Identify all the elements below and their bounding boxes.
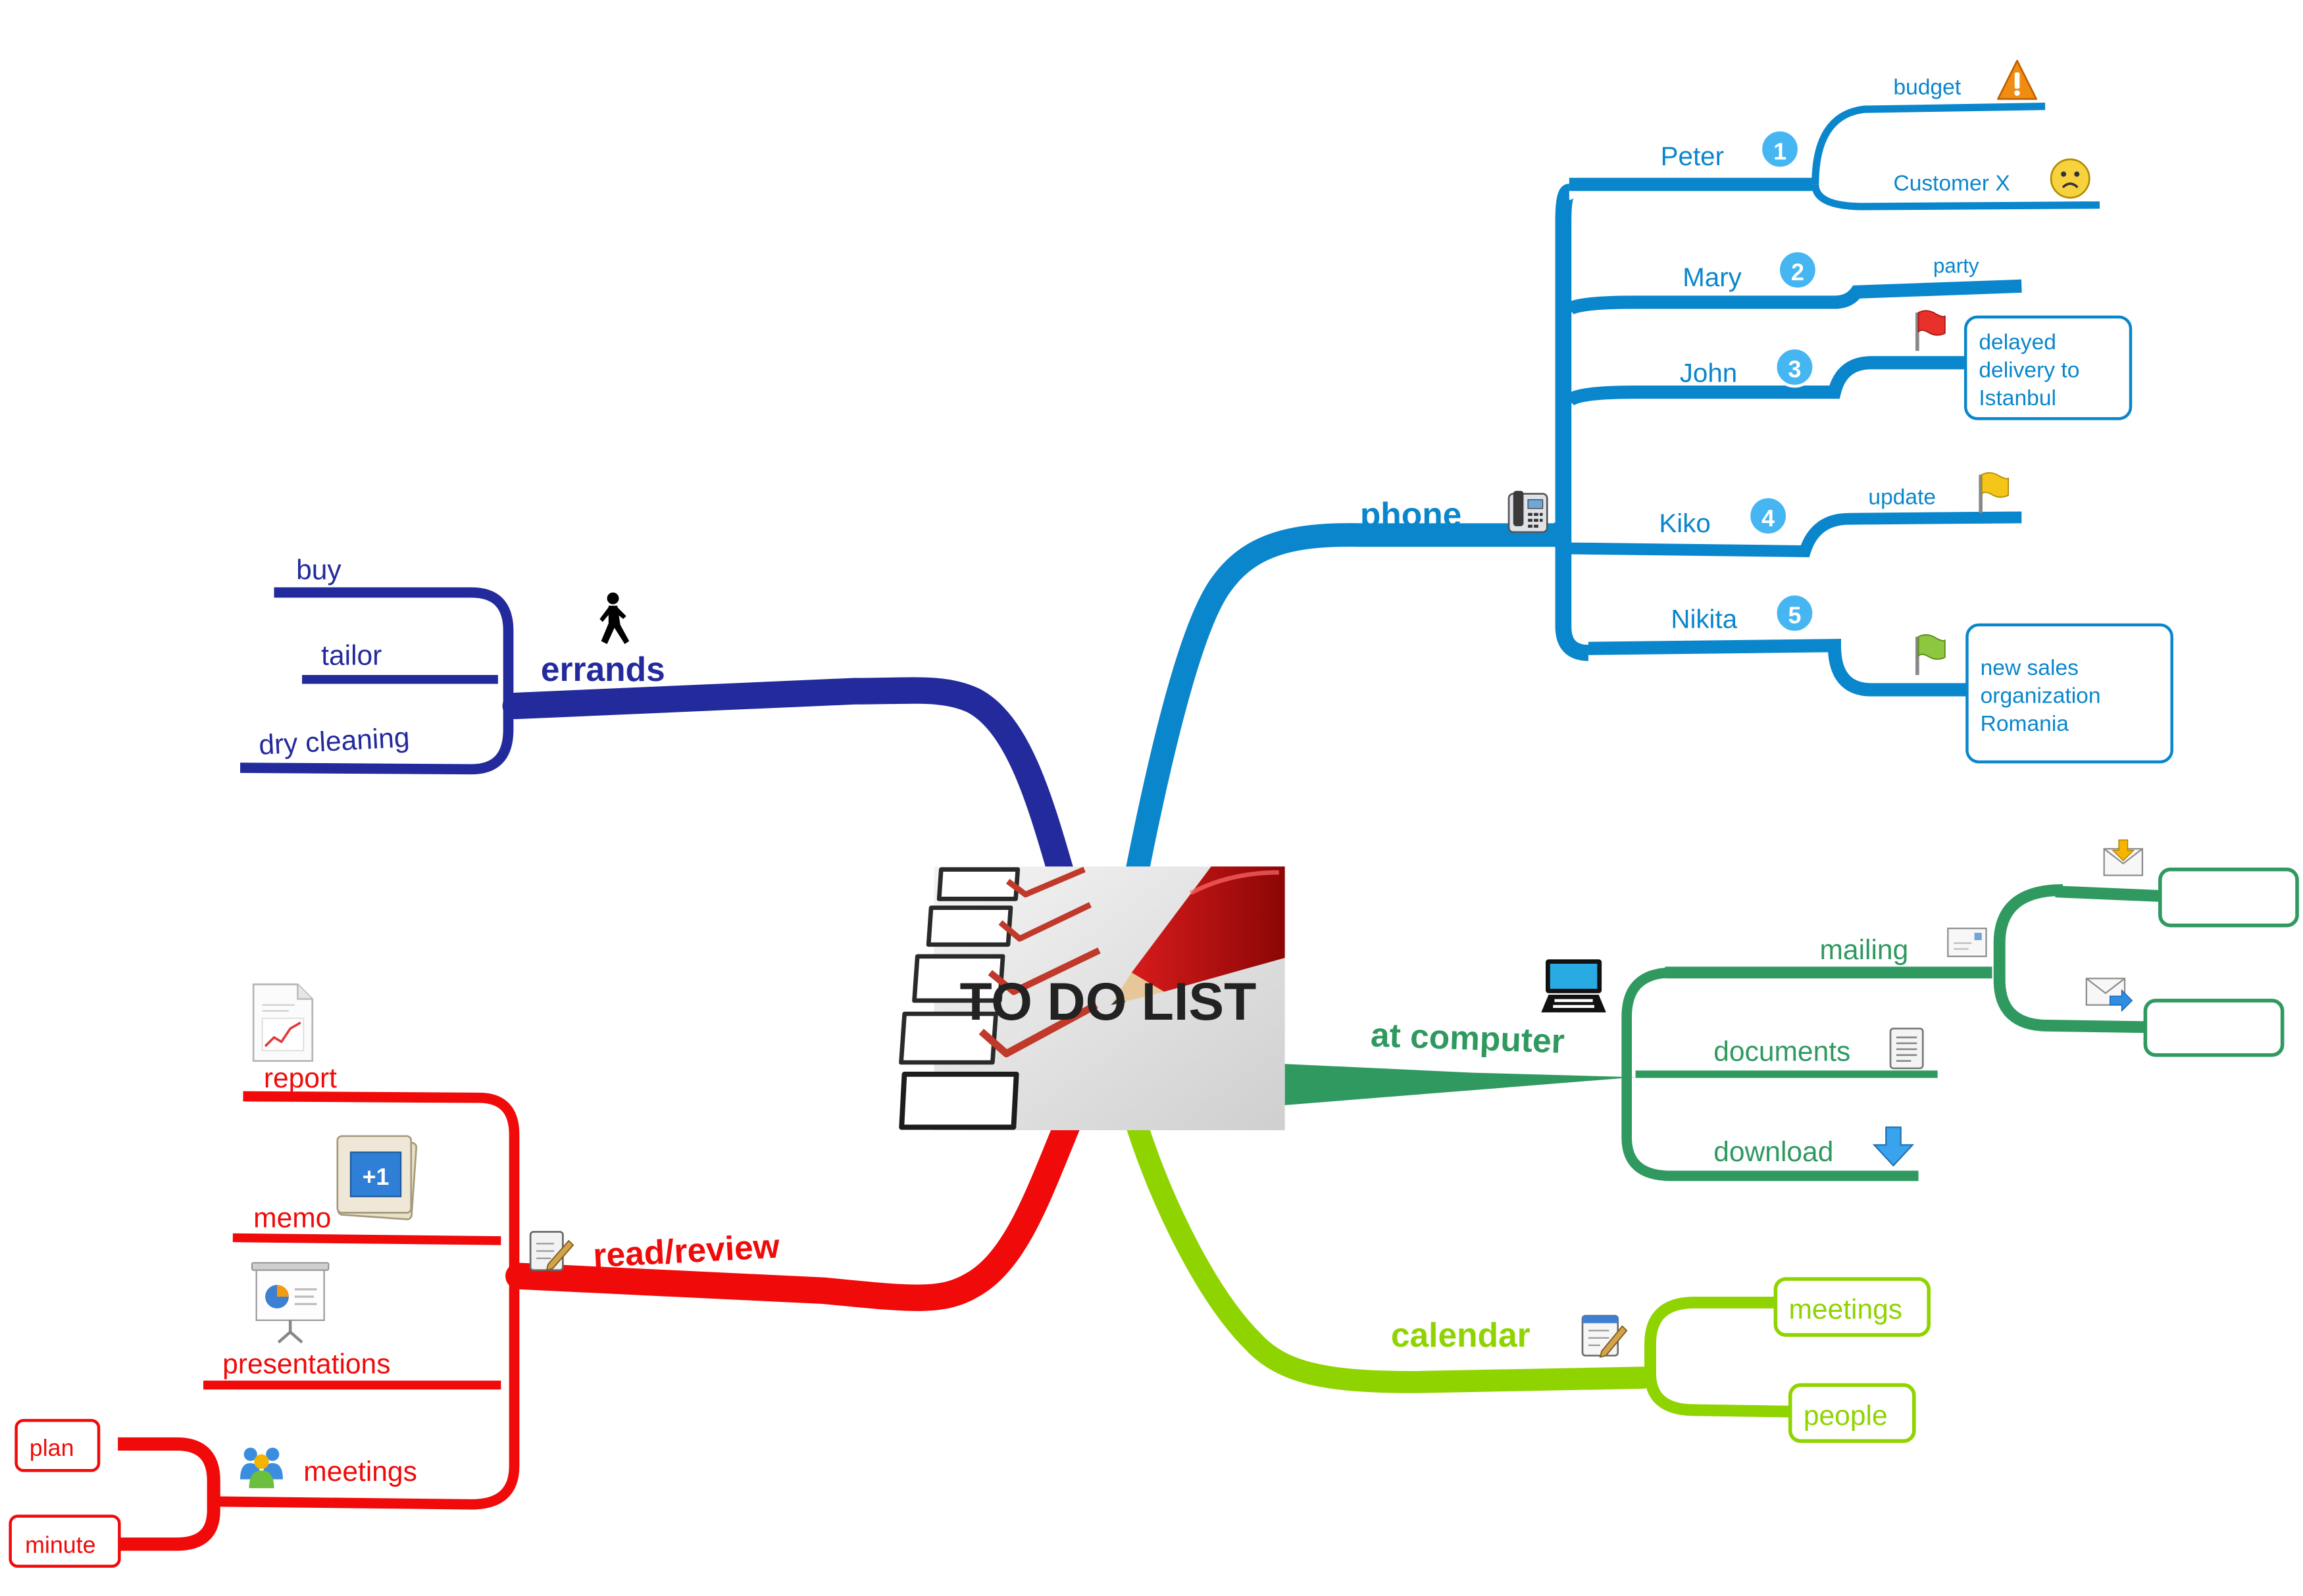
read-review-main-connector	[505, 1109, 1082, 1311]
report-document-icon	[252, 983, 314, 1062]
branch-at-computer[interactable]	[1284, 884, 2161, 1182]
central-topic[interactable]: TO DO LIST	[899, 866, 1285, 1130]
customer-x-label[interactable]: Customer X	[1893, 171, 2010, 195]
mailing-outgoing-box[interactable]	[2143, 999, 2285, 1057]
dry-cleaning-label[interactable]: dry cleaning	[258, 722, 411, 761]
meetings-label[interactable]: meetings	[303, 1456, 417, 1487]
update-label[interactable]: update	[1868, 485, 1936, 509]
read-review-label[interactable]: read/review	[592, 1226, 781, 1274]
laptop-icon	[1541, 959, 1606, 1012]
minute-box[interactable]	[9, 1514, 121, 1568]
phone-spine	[1555, 184, 1589, 661]
document-list-icon	[1889, 1028, 1924, 1070]
download-arrow-icon	[1872, 1126, 1915, 1167]
errands-label[interactable]: errands	[541, 650, 665, 688]
calendar-label[interactable]: calendar	[1391, 1316, 1531, 1354]
svg-text:+1: +1	[363, 1164, 390, 1190]
plan-label: plan	[30, 1435, 74, 1461]
presentations-label[interactable]: presentations	[222, 1348, 390, 1380]
presentation-board-icon	[251, 1262, 330, 1344]
priority-2-badge: 2	[1777, 249, 1819, 291]
red-flag-icon	[1915, 310, 1946, 351]
party-label[interactable]: party	[1933, 255, 1979, 278]
envelope-incoming-icon	[2103, 839, 2144, 876]
pencil-illustration	[1111, 866, 1285, 1005]
john-connector	[1564, 356, 1964, 407]
people-group-icon	[240, 1447, 283, 1489]
documents-label[interactable]: documents	[1713, 1036, 1850, 1068]
warning-icon	[1997, 59, 2038, 100]
telephone-icon	[1507, 491, 1548, 534]
phone-label[interactable]: phone	[1360, 495, 1461, 534]
tailor-label[interactable]: tailor	[321, 639, 382, 671]
memo-label[interactable]: memo	[253, 1203, 331, 1234]
yellow-flag-icon	[1979, 472, 2010, 513]
at-computer-main-connector	[1284, 1064, 1636, 1105]
calendar-edit-icon	[1581, 1314, 1628, 1359]
priority-3-badge: 3	[1774, 346, 1815, 388]
svg-text:1: 1	[1773, 138, 1786, 164]
minute-label: minute	[25, 1532, 95, 1559]
customer-x-connector	[1811, 184, 2100, 211]
branch-phone[interactable]	[1125, 103, 2100, 882]
kiko-label[interactable]: Kiko	[1659, 509, 1710, 538]
at-computer-label[interactable]: at computer	[1370, 1015, 1565, 1060]
mailing-label[interactable]: mailing	[1820, 934, 1909, 966]
errands-main-connector	[502, 677, 1075, 886]
branch-calendar[interactable]	[1126, 1116, 1790, 1418]
walking-person-icon	[599, 592, 630, 644]
notepad-icon	[529, 1231, 574, 1272]
svg-text:4: 4	[1761, 505, 1775, 532]
memo-plus-one-icon: +1	[336, 1135, 418, 1220]
read-review-bracket	[209, 1091, 520, 1510]
calendar-main-connector	[1126, 1116, 1654, 1393]
budget-connector	[1811, 103, 2046, 185]
kiko-connector	[1563, 511, 2022, 557]
meetings-sub-bracket	[118, 1437, 220, 1551]
checklist-illustration	[899, 866, 1101, 1130]
priority-5-badge: 5	[1774, 592, 1815, 634]
errands-bracket	[240, 587, 514, 775]
calendar-meetings-label: meetings	[1788, 1294, 1902, 1326]
central-topic-title: TO DO LIST	[960, 972, 1257, 1032]
phone-main-connector	[1125, 522, 1571, 882]
branch-errands[interactable]	[240, 587, 1075, 886]
mary-connector	[1564, 279, 2022, 315]
peter-label[interactable]: Peter	[1661, 141, 1724, 171]
branch-read-review[interactable]	[118, 1091, 1082, 1551]
green-flag-icon	[1915, 634, 1946, 676]
memo-connector	[232, 1233, 501, 1245]
buy-label[interactable]: buy	[296, 554, 342, 586]
mary-label[interactable]: Mary	[1683, 262, 1742, 292]
svg-text:2: 2	[1791, 259, 1804, 286]
mailing-in-connector	[2055, 885, 2161, 902]
budget-label[interactable]: budget	[1893, 76, 1961, 100]
john-label[interactable]: John	[1680, 358, 1737, 387]
envelope-outgoing-icon	[2085, 978, 2133, 1012]
plan-box[interactable]	[14, 1418, 101, 1472]
delayed-delivery-box[interactable]	[1963, 315, 2133, 420]
mailing-sub-bracket	[1993, 884, 2146, 1034]
at-computer-bracket	[1621, 967, 1919, 1182]
nikita-label[interactable]: Nikita	[1671, 604, 1737, 634]
nikita-connector	[1588, 639, 1969, 697]
calendar-people-label: people	[1804, 1400, 1888, 1432]
svg-text:5: 5	[1788, 603, 1801, 629]
priority-4-badge: 4	[1747, 495, 1789, 537]
mailing-incoming-box[interactable]	[2158, 867, 2299, 928]
download-label[interactable]: download	[1713, 1136, 1833, 1168]
report-label[interactable]: report	[264, 1062, 337, 1094]
delayed-delivery-text: delayed delivery to Istanbul	[1979, 330, 2085, 411]
new-sales-text: new sales organization Romania	[1981, 656, 2107, 736]
new-sales-box[interactable]	[1965, 623, 2173, 764]
calendar-meetings-box[interactable]	[1773, 1277, 1931, 1337]
calendar-bracket	[1644, 1296, 1790, 1418]
sad-face-icon	[2050, 158, 2090, 199]
svg-text:3: 3	[1788, 357, 1801, 383]
calendar-people-box[interactable]	[1788, 1383, 1916, 1443]
envelope-icon	[1947, 928, 1987, 957]
priority-1-badge: 1	[1759, 128, 1801, 170]
